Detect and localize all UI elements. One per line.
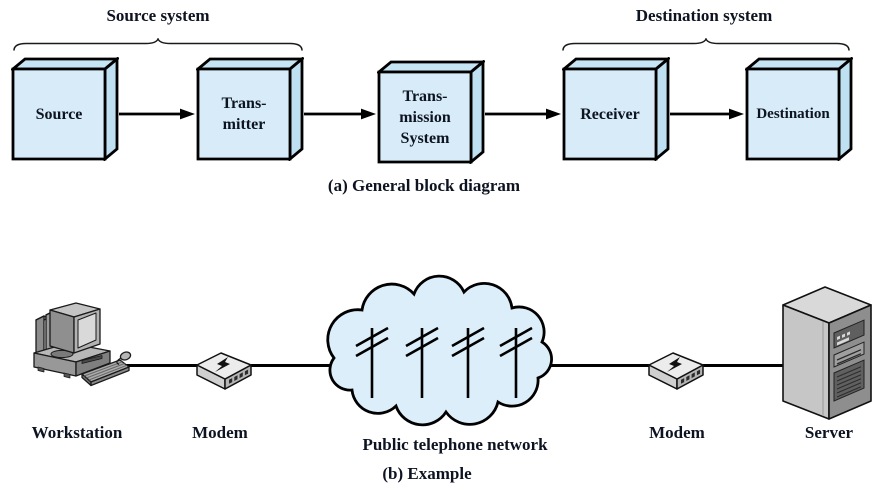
source-system-label: Source system	[106, 6, 210, 25]
block-receiver: Receiver	[562, 57, 670, 161]
block-label-line: mitter	[222, 116, 266, 133]
block-label-line: Trans-	[402, 87, 448, 105]
block-label: Trans- mission System	[379, 72, 471, 162]
arrow-right-icon	[485, 108, 561, 120]
destination-system-label: Destination system	[635, 6, 773, 25]
block-destination: Destination	[745, 57, 853, 161]
box3d-icon	[745, 57, 853, 161]
block-label: Destination	[747, 69, 839, 159]
block-label: Source	[13, 69, 105, 159]
arrow-right-icon	[304, 108, 376, 120]
caption-part-a: (a) General block diagram	[327, 176, 521, 195]
arrow-right-icon	[119, 108, 195, 120]
modem-icon	[196, 352, 252, 390]
caption-part-b: (b) Example	[382, 464, 472, 483]
box3d-icon	[562, 57, 670, 161]
workstation-icon	[33, 302, 132, 387]
block-label: Trans- mitter	[198, 69, 290, 159]
cloud-icon	[326, 274, 553, 427]
block-label-line: Destination	[756, 105, 830, 122]
server-icon	[782, 286, 872, 420]
block-label-line: Source	[35, 105, 83, 123]
public-telephone-network-label: Public telephone network	[362, 435, 548, 454]
source-system-brace-icon	[13, 38, 303, 51]
block-label-line: Receiver	[580, 105, 640, 123]
modem-icon	[648, 352, 704, 390]
workstation-label: Workstation	[31, 423, 123, 442]
modem-right-label: Modem	[649, 423, 705, 442]
block-transmitter: Trans- mitter	[196, 57, 304, 161]
block-label-line: Trans-	[221, 95, 267, 112]
block-label-line: mission	[399, 108, 451, 126]
box3d-icon	[196, 57, 304, 161]
cloud-shape	[326, 274, 553, 427]
block-label: Receiver	[564, 69, 656, 159]
block-source: Source	[11, 57, 119, 161]
destination-system-brace-icon	[562, 38, 850, 51]
arrow-right-icon	[670, 108, 744, 120]
box3d-icon	[11, 57, 119, 161]
block-label-line: System	[400, 129, 450, 147]
modem-left-label: Modem	[192, 423, 248, 442]
server-label: Server	[804, 423, 854, 442]
telephone-pole-icon	[355, 326, 533, 398]
box3d-icon	[377, 60, 485, 164]
block-transmission-system: Trans- mission System	[377, 60, 485, 164]
